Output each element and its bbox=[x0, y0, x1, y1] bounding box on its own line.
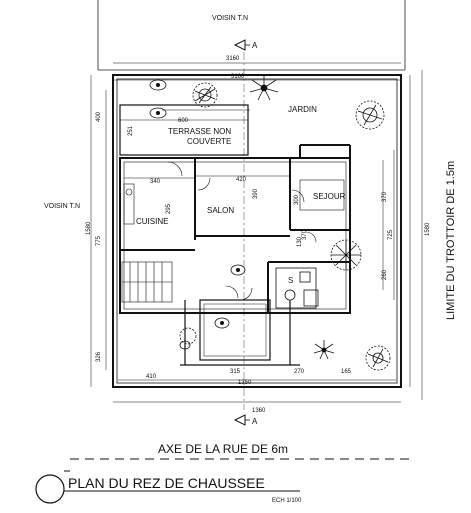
dim-251: 251 bbox=[128, 125, 134, 136]
dim-130: 130 bbox=[297, 236, 303, 247]
dim-bottom-outer: 1360 bbox=[252, 408, 266, 414]
scale-label: ECH 1/100 bbox=[272, 498, 302, 504]
dim-400: 400 bbox=[96, 111, 102, 122]
bath-room bbox=[275, 267, 319, 309]
section-label-top: A bbox=[252, 41, 258, 50]
dim-390: 390 bbox=[253, 188, 259, 199]
dim-775: 775 bbox=[96, 235, 102, 246]
dim-top-inner: 3160 bbox=[231, 74, 245, 80]
stairs bbox=[121, 261, 173, 303]
dim-270: 270 bbox=[294, 369, 305, 375]
property-boundary bbox=[97, 0, 406, 71]
kitchen-label: CUISINE bbox=[136, 217, 168, 226]
plot-outer-wall bbox=[112, 74, 402, 388]
section-label-bottom: A bbox=[252, 417, 258, 426]
street-axis-label: AXE DE LA RUE DE 6m bbox=[158, 442, 288, 456]
section-marker-bottom bbox=[233, 414, 250, 426]
dim-340: 340 bbox=[150, 179, 161, 185]
terrace-label-2: COUVERTE bbox=[187, 137, 231, 146]
dim-left-outer: 1580 bbox=[86, 221, 92, 235]
dim-right-outer: 1580 bbox=[425, 222, 431, 236]
manholes bbox=[149, 79, 246, 350]
dim-295: 295 bbox=[166, 203, 172, 214]
plot-inner-wall bbox=[116, 78, 398, 384]
dim-420: 420 bbox=[236, 177, 247, 183]
neighbor-top-label: VOISIN T.N bbox=[212, 15, 248, 22]
door-swings bbox=[167, 161, 317, 301]
title-circle bbox=[35, 474, 65, 504]
section-marker-top bbox=[233, 39, 250, 51]
porch bbox=[180, 299, 300, 366]
salon-furniture bbox=[299, 179, 345, 211]
dim-315: 315 bbox=[230, 369, 241, 375]
sejour-label: SEJOUR bbox=[313, 192, 346, 201]
terrace-area bbox=[119, 104, 249, 156]
house-walls bbox=[119, 144, 351, 314]
salon-label: SALON bbox=[207, 206, 234, 215]
dimension-lines bbox=[90, 62, 411, 403]
dim-370a: 370 bbox=[382, 191, 388, 202]
neighbor-left-label: VOISIN T.N bbox=[44, 203, 80, 210]
dim-top-outer: 3160 bbox=[226, 56, 240, 62]
dim-410: 410 bbox=[146, 374, 157, 380]
kitchen-fixtures bbox=[123, 183, 135, 225]
dim-370b: 370 bbox=[302, 229, 308, 240]
garden-label: JARDIN bbox=[288, 105, 317, 114]
dim-260: 260 bbox=[382, 269, 388, 280]
dim-326: 326 bbox=[96, 351, 102, 362]
trees bbox=[179, 74, 391, 371]
terrace-label-1: TERRASSE NON bbox=[168, 127, 231, 136]
dim-600: 600 bbox=[178, 118, 189, 124]
dim-725: 725 bbox=[388, 229, 394, 240]
dim-300: 300 bbox=[294, 194, 300, 205]
dim-165: 165 bbox=[341, 369, 352, 375]
sidewalk-limit-label: LIMITE DU TROTTOIR DE 1.5m bbox=[445, 161, 457, 320]
sdb-label: S bbox=[288, 276, 293, 285]
plan-title: PLAN DU REZ DE CHAUSSEE bbox=[68, 475, 265, 491]
dim-bottom-inner: 1350 bbox=[238, 380, 252, 386]
